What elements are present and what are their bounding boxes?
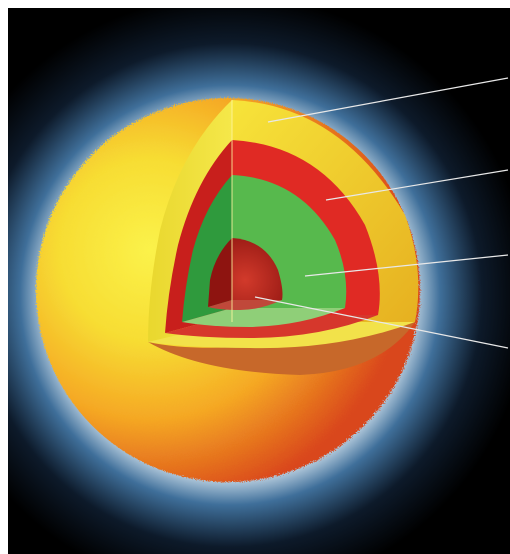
leader-lines bbox=[254, 77, 509, 349]
leader-line-red-layer bbox=[325, 169, 509, 201]
green-layer-floor bbox=[182, 308, 345, 327]
leader-line-green-layer bbox=[304, 254, 509, 277]
core-floor bbox=[208, 300, 282, 310]
core-left bbox=[208, 238, 232, 307]
core-right bbox=[232, 238, 283, 300]
leader-line-outer-layer bbox=[267, 77, 509, 123]
leader-line-core bbox=[254, 296, 509, 349]
